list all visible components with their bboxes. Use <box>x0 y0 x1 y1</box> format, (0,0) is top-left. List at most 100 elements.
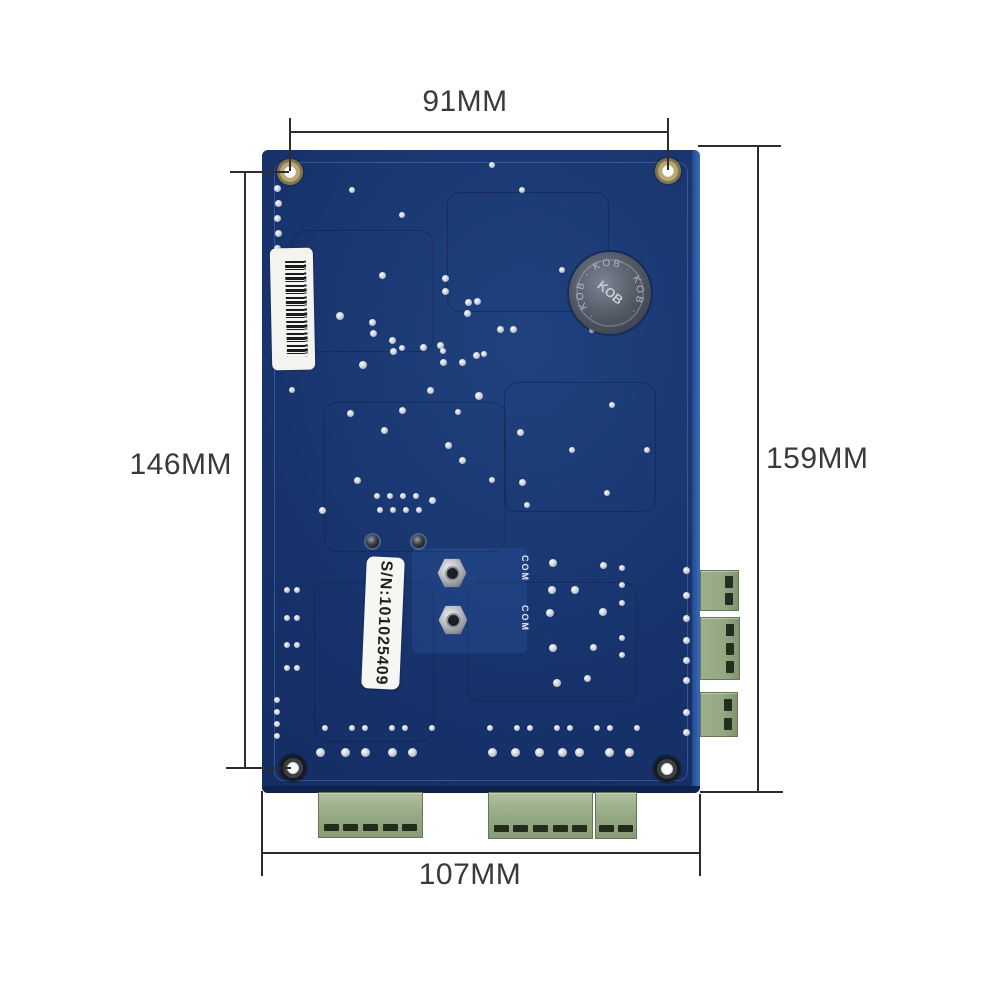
solder-pad <box>377 507 383 513</box>
solder-pad <box>455 409 461 415</box>
terminal-block-bottom-1 <box>318 792 423 838</box>
trace-outline <box>467 582 637 702</box>
solder-pad <box>548 586 556 594</box>
solder-pad <box>400 493 406 499</box>
terminal-slot <box>402 824 418 831</box>
solder-pad <box>284 665 290 671</box>
serial-number-sticker: S/N:101025409 <box>361 556 405 690</box>
mounting-hole-bottom-left <box>280 755 306 781</box>
terminal-block-right-3 <box>700 692 738 737</box>
solder-pad <box>399 212 405 218</box>
solder-pad <box>458 358 466 366</box>
terminal-slot <box>725 593 733 605</box>
mounting-hole-top-left <box>277 159 303 185</box>
solder-pad <box>682 656 690 664</box>
solder-pad <box>349 725 355 731</box>
terminal-block-bottom-2 <box>488 792 593 839</box>
solder-pad <box>619 635 625 641</box>
solder-pad <box>274 229 282 237</box>
solder-pad <box>472 351 480 359</box>
dimension-label-top-width: 91MM <box>422 85 508 118</box>
solder-pad <box>439 358 447 366</box>
terminal-slot <box>532 825 548 832</box>
solder-pad <box>619 565 625 571</box>
pcb-bottom-edge <box>262 786 700 793</box>
solder-pad <box>458 456 466 464</box>
terminal-slot <box>323 824 339 831</box>
barcode-sticker <box>269 247 316 371</box>
dimension-label-left-height: 146MM <box>129 448 232 481</box>
solder-pad <box>510 747 520 757</box>
solder-pad <box>340 747 350 757</box>
terminal-slot <box>724 717 732 730</box>
mounting-hole-bottom-right <box>654 756 680 782</box>
solder-pad <box>413 493 419 499</box>
solder-pad <box>318 506 326 514</box>
solder-pad <box>284 587 290 593</box>
terminal-block-right-2 <box>700 617 740 680</box>
dimension-label-right-height: 159MM <box>766 442 869 475</box>
solder-pad <box>380 426 388 434</box>
solder-pad <box>407 747 417 757</box>
terminal-slot <box>726 642 734 655</box>
pcb-side-edge <box>692 150 700 793</box>
barcode-icon <box>284 260 309 358</box>
solder-pad <box>294 587 300 593</box>
dimension-label-bottom-width: 107MM <box>418 858 522 891</box>
solder-pad <box>349 187 355 193</box>
solder-pad <box>489 162 495 168</box>
solder-pad <box>322 725 328 731</box>
solder-pad <box>549 559 557 567</box>
terminal-slot <box>362 824 378 831</box>
screw-head <box>366 535 379 548</box>
solder-pad <box>481 351 487 357</box>
solder-pad <box>368 318 376 326</box>
solder-pad <box>346 409 354 417</box>
buzzer-component: · KOB · KOB · KOB · KOB <box>561 244 659 342</box>
solder-pad <box>554 725 560 731</box>
solder-pad <box>682 566 690 574</box>
solder-pad <box>428 496 436 504</box>
solder-pad <box>557 747 567 757</box>
solder-pad <box>489 477 495 483</box>
solder-pad <box>487 747 497 757</box>
barcode-microtext <box>271 258 283 358</box>
solder-pad <box>273 214 281 222</box>
solder-mask-patch <box>412 548 527 653</box>
terminal-slot <box>513 825 529 832</box>
terminal-slot <box>617 825 633 832</box>
silkscreen-outline <box>274 162 688 781</box>
solder-pad <box>353 476 361 484</box>
terminal-slot <box>724 699 732 712</box>
solder-pad <box>514 725 520 731</box>
terminal-slot <box>382 824 398 831</box>
solder-pad <box>682 708 690 716</box>
solder-pad <box>426 386 434 394</box>
solder-pad <box>387 747 397 757</box>
trace-outline <box>324 402 506 552</box>
solder-pad <box>289 387 295 393</box>
solder-pad <box>388 336 396 344</box>
solder-pad <box>619 652 625 658</box>
solder-pad <box>553 679 561 687</box>
solder-pad <box>416 507 422 513</box>
solder-pad <box>619 600 625 606</box>
solder-pad <box>604 747 614 757</box>
terminal-block-bottom-3 <box>595 792 637 839</box>
solder-pad <box>398 406 406 414</box>
solder-pad <box>599 608 607 616</box>
solder-pad <box>604 490 610 496</box>
solder-pad <box>509 325 517 333</box>
terminal-slot <box>726 660 734 673</box>
solder-pad <box>440 348 446 354</box>
solder-pad <box>559 267 565 273</box>
solder-pad <box>519 187 525 193</box>
solder-pad <box>294 615 300 621</box>
solder-pad <box>444 441 452 449</box>
solder-pad <box>609 402 615 408</box>
hex-standoff <box>437 558 467 588</box>
solder-pad <box>634 725 640 731</box>
solder-pad <box>403 507 409 513</box>
solder-pad <box>569 447 575 453</box>
